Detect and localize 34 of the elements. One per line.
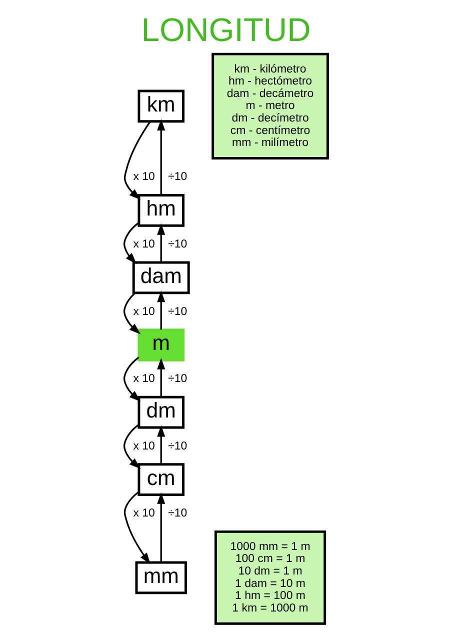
node-box: dm <box>138 396 184 429</box>
edge-label: ÷10 <box>168 440 188 452</box>
edge-label: ÷10 <box>168 238 188 250</box>
arrow <box>123 424 141 469</box>
edge-label: ÷10 <box>168 508 188 520</box>
arrow <box>157 223 166 262</box>
arrow <box>124 491 150 564</box>
node-box: 1000 mm = 1 m 100 cm = 1 m 10 dm = 1 m 1 dam = 10 m 1 hm = 100 m 1 km = 1000 m <box>214 530 326 625</box>
edge-label: x 10 <box>133 306 155 318</box>
arrow <box>157 290 166 330</box>
edge-label: x 10 <box>133 238 155 250</box>
arrow <box>157 118 166 196</box>
edge-label: x 10 <box>133 440 155 452</box>
node-box: dam <box>132 261 190 294</box>
edge-label: ÷10 <box>168 306 188 318</box>
arrow <box>123 222 140 264</box>
node-box: km <box>138 90 184 123</box>
edge-label: ÷10 <box>168 171 188 184</box>
arrow <box>124 120 151 200</box>
edge-label: x 10 <box>133 171 155 184</box>
arrow <box>157 358 166 397</box>
edge-label: x 10 <box>133 508 155 520</box>
node-box: m <box>138 328 184 362</box>
node-box: cm <box>138 463 184 496</box>
edge-label: x 10 <box>133 373 155 386</box>
arrow <box>123 356 141 402</box>
node-box: mm <box>135 561 187 594</box>
arrow <box>157 492 166 562</box>
node-box: km - kilómetro hm - hectómetro dam - decámetro m - metro dm - decímetro cm - centímetro mm - milímetro <box>212 52 329 160</box>
arrow <box>124 292 141 334</box>
diagram-title: LONGITUD <box>141 10 311 48</box>
node-box: hm <box>138 194 184 227</box>
edge-label: ÷10 <box>168 373 188 386</box>
arrow <box>157 425 166 464</box>
